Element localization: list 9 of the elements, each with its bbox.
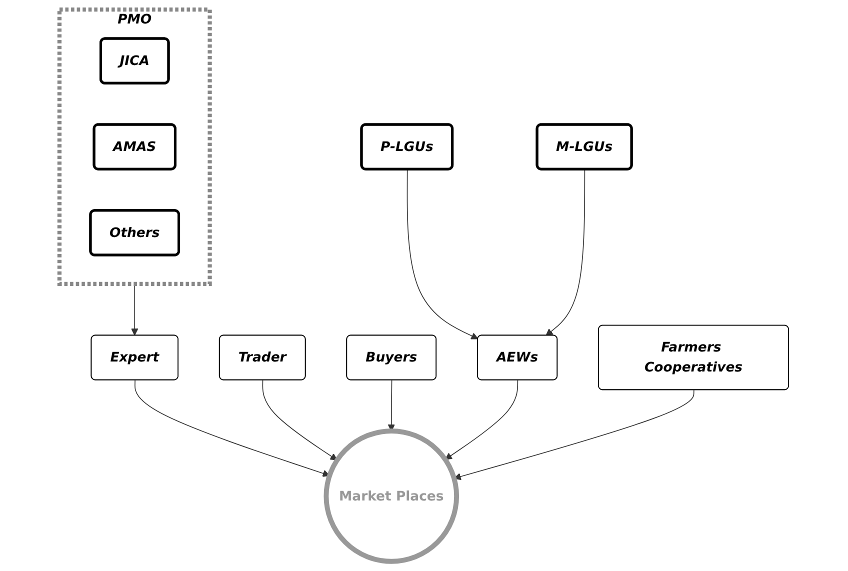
- arrow: [444, 380, 518, 460]
- arrow: [454, 390, 694, 480]
- arrow: [546, 169, 586, 336]
- arrow: [388, 380, 396, 432]
- arrow: [134, 380, 330, 477]
- arrow: [131, 284, 138, 336]
- arrow: [262, 380, 338, 460]
- node-circle: Market Places: [324, 428, 460, 564]
- arrow: [406, 169, 478, 340]
